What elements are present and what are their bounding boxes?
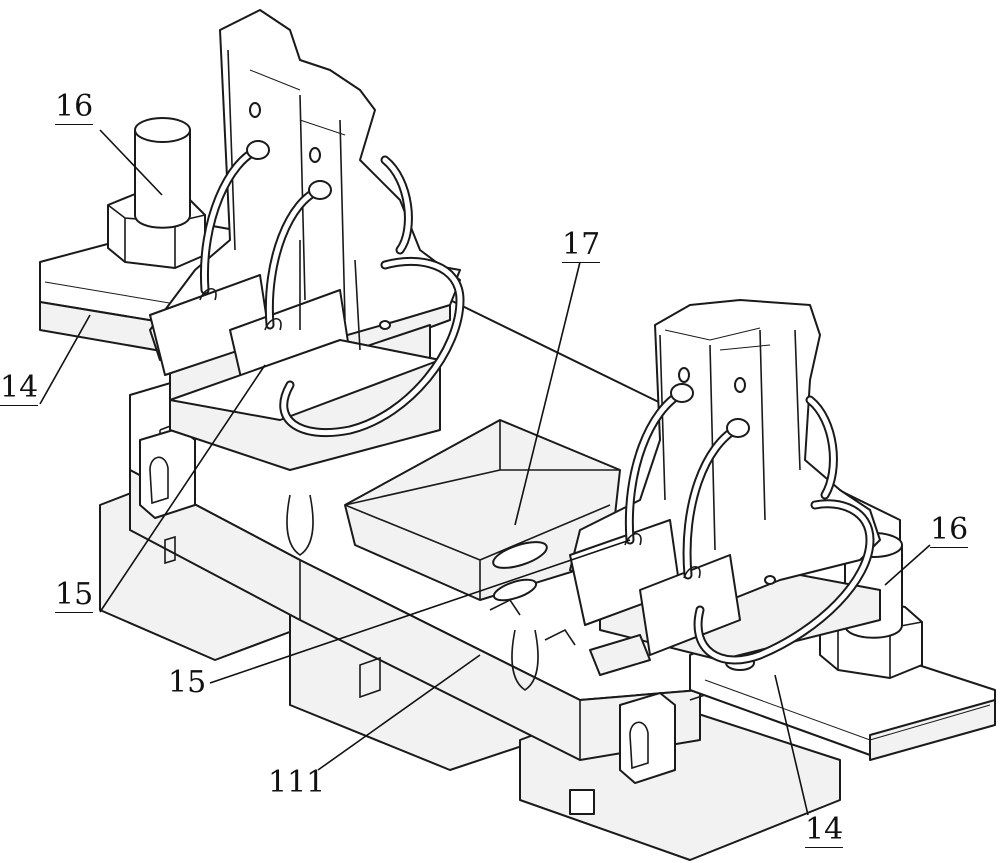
label-bolt-right: 16 (930, 515, 968, 548)
label-recess: 17 (562, 230, 600, 263)
label-clip-center: 15 (168, 668, 206, 698)
label-base: 111 (268, 768, 325, 798)
left-bolt (108, 118, 205, 268)
label-plate-left: 14 (0, 373, 38, 406)
label-clip-left: 15 (55, 580, 93, 613)
label-bolt-left: 16 (55, 92, 93, 125)
label-plate-right: 14 (805, 815, 843, 848)
